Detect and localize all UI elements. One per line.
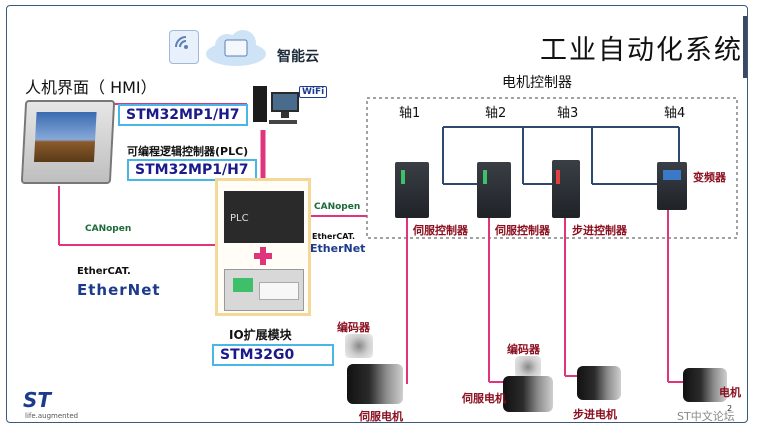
hmi-device <box>20 100 116 184</box>
stepper-drive <box>552 160 580 218</box>
plc-device-frame: PLC <box>215 178 311 316</box>
axis-1-label: 轴1 <box>399 106 421 121</box>
signal-icon <box>169 30 199 64</box>
encoder-1 <box>345 334 373 358</box>
ethernet-logo-right: EtherNet <box>310 242 366 255</box>
axis-2-label: 轴2 <box>485 106 507 121</box>
plc-device-text: PLC <box>230 213 249 224</box>
title-accent-bar <box>743 16 747 78</box>
wifi-badge: WiFi <box>299 86 328 98</box>
plus-icon <box>254 247 272 265</box>
io-chip-box: STM32G0 <box>212 344 334 366</box>
stepper-motor <box>577 366 621 400</box>
motor-label-3: 步进电机 <box>573 408 617 421</box>
ac-motor <box>683 368 727 402</box>
ethernet-logo-left: EtherNet <box>77 281 161 299</box>
driver-label-1: 伺服控制器 <box>413 224 468 237</box>
io-module-device <box>224 269 304 311</box>
axis-4-label: 轴4 <box>664 106 686 121</box>
hmi-chip-box: STM32MP1/H7 <box>118 104 248 126</box>
motor-label-4: 电机 <box>719 386 741 399</box>
driver-label-4: 变频器 <box>693 171 726 184</box>
cloud-icon <box>203 28 269 68</box>
io-label: IO扩展模块 <box>229 328 292 342</box>
motor-controller-label: 电机控制器 <box>502 75 572 91</box>
slide: 工业自动化系统 <box>6 5 748 423</box>
computer-icon <box>253 82 299 126</box>
canopen-logo-right: CANopen <box>314 202 361 212</box>
encoder-label-1: 编码器 <box>337 321 370 334</box>
hmi-label: 人机界面（ HMI） <box>25 78 157 97</box>
connection-lines <box>58 97 738 384</box>
ethercat-logo-right: EtherCAT. <box>312 232 356 241</box>
ethercat-logo-left: EtherCAT. <box>77 266 131 277</box>
watermark: ST中文论坛 <box>677 410 735 423</box>
servo-motor-2 <box>503 376 553 412</box>
servo-motor-1 <box>347 364 403 404</box>
st-logo: ST <box>23 388 52 412</box>
axis-3-label: 轴3 <box>557 106 579 121</box>
canopen-logo-left: CANopen <box>85 224 132 234</box>
driver-label-2: 伺服控制器 <box>495 224 550 237</box>
servo-drive-2 <box>477 162 511 218</box>
hmi-screen <box>33 112 97 162</box>
plc-label: 可编程逻辑控制器(PLC) <box>127 145 249 158</box>
motor-label-1: 伺服电机 <box>359 410 403 423</box>
servo-drive-1 <box>395 162 429 218</box>
st-tagline: life.augmented <box>25 412 79 420</box>
page-title: 工业自动化系统 <box>540 35 743 66</box>
cloud-label: 智能云 <box>277 49 319 65</box>
page-number: 2 <box>727 404 733 413</box>
inverter-drive <box>657 162 687 210</box>
encoder-label-2: 编码器 <box>507 343 540 356</box>
motor-label-2: 伺服电机 <box>462 392 506 405</box>
driver-label-3: 步进控制器 <box>572 224 627 237</box>
encoder-2 <box>515 356 541 378</box>
plc-chip-box: STM32MP1/H7 <box>127 159 257 181</box>
plc-device: PLC <box>224 191 304 243</box>
